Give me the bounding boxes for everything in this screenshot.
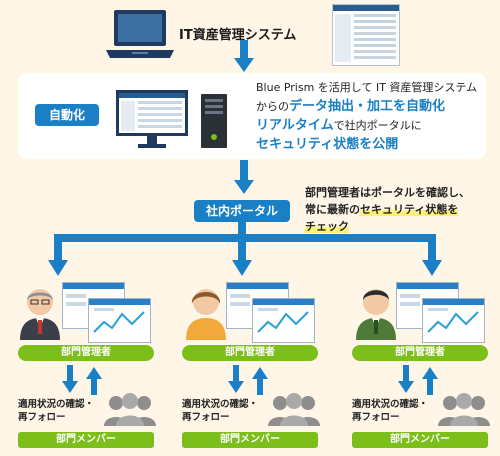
dashboard-icon bbox=[396, 282, 485, 343]
person-icon bbox=[186, 289, 226, 340]
manager-label: 部門管理者 bbox=[352, 345, 488, 361]
action-note-line-2: 再フォロー bbox=[182, 412, 230, 423]
sync-arrows-icon bbox=[62, 365, 102, 395]
desc-line-3-post: で社内ポータルに bbox=[333, 119, 422, 132]
desc-line-1: Blue Prism を活用して IT 資産管理システム bbox=[256, 81, 478, 94]
monitor-icon bbox=[116, 90, 188, 148]
portal-note-line-2-emphasis: セキュリティ状態を bbox=[360, 203, 459, 216]
portal-note-line-2: 常に最新のセキュリティ状態を bbox=[305, 201, 495, 218]
automation-description: Blue Prism を活用して IT 資産管理システム からのデータ抽出・加工… bbox=[256, 78, 482, 154]
portal-note-line-1: 部門管理者はポータルを確認し、 bbox=[305, 186, 470, 199]
desc-line-3-emphasis: リアルタイム bbox=[256, 118, 334, 133]
members-label: 部門メンバー bbox=[352, 432, 488, 448]
screenshot-thumbnail bbox=[332, 4, 400, 66]
desc-line-2: からのデータ抽出・加工を自動化 bbox=[256, 97, 482, 116]
person-icon bbox=[20, 289, 60, 340]
server-tower-icon bbox=[201, 94, 227, 148]
members-label: 部門メンバー bbox=[18, 432, 154, 448]
people-group-icon bbox=[104, 393, 156, 426]
people-group-icon bbox=[438, 393, 490, 426]
action-note: 適用状況の確認・ 再フォロー bbox=[352, 398, 428, 424]
manager-label: 部門管理者 bbox=[182, 345, 318, 361]
portal-note: 部門管理者はポータルを確認し、 常に最新のセキュリティ状態を チェック bbox=[305, 184, 495, 235]
members-label: 部門メンバー bbox=[182, 432, 318, 448]
action-note-line-1: 適用状況の確認・ bbox=[352, 399, 429, 410]
automation-label: 自動化 bbox=[35, 104, 99, 126]
action-note-line-1: 適用状況の確認・ bbox=[182, 399, 259, 410]
action-note: 適用状況の確認・ 再フォロー bbox=[18, 398, 94, 424]
distribution-arrows bbox=[48, 222, 442, 276]
desc-line-4: セキュリティ状態を公開 bbox=[256, 135, 482, 154]
sync-arrows-icon bbox=[228, 365, 268, 395]
manager-label: 部門管理者 bbox=[18, 345, 154, 361]
desc-line-4-emphasis: セキュリティ状態を公開 bbox=[256, 137, 399, 152]
portal-note-line-3-emphasis: チェック bbox=[305, 220, 349, 233]
action-note-line-2: 再フォロー bbox=[18, 412, 66, 423]
action-note-line-1: 適用状況の確認・ bbox=[18, 399, 95, 410]
portal-note-line-3: チェック bbox=[305, 218, 495, 235]
system-title: IT資産管理システム bbox=[179, 28, 297, 43]
person-icon bbox=[356, 289, 396, 340]
action-note-line-2: 再フォロー bbox=[352, 412, 400, 423]
desc-line-3: リアルタイムで社内ポータルに bbox=[256, 116, 482, 135]
desc-line-2-pre: からの bbox=[256, 100, 289, 113]
sync-arrows-icon bbox=[398, 365, 438, 395]
people-group-icon bbox=[268, 393, 320, 426]
laptop-icon bbox=[106, 10, 174, 58]
portal-label: 社内ポータル bbox=[194, 200, 290, 222]
arrow-down-icon bbox=[234, 40, 254, 72]
action-note: 適用状況の確認・ 再フォロー bbox=[182, 398, 258, 424]
arrow-down-icon bbox=[234, 160, 254, 194]
portal-note-line-2-pre: 常に最新の bbox=[305, 203, 360, 216]
dashboard-icon bbox=[62, 282, 151, 343]
dashboard-icon bbox=[226, 282, 315, 343]
desc-line-2-emphasis: データ抽出・加工を自動化 bbox=[289, 99, 446, 114]
